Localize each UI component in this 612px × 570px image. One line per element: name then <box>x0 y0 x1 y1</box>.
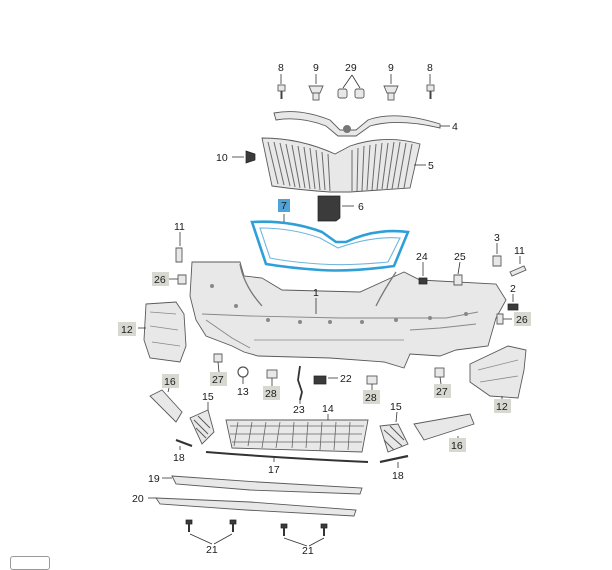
screws-21-left <box>185 519 237 545</box>
fastener-8-right <box>426 74 435 99</box>
callout-21: 21 <box>206 544 218 556</box>
callout-24: 24 <box>416 251 428 263</box>
callout-27: 27 <box>212 374 224 386</box>
callout-12: 12 <box>496 401 508 413</box>
callout-5: 5 <box>428 160 434 172</box>
callout-28-box <box>363 390 380 404</box>
bracket-12-right <box>469 345 527 400</box>
callout-28: 28 <box>265 388 277 400</box>
reflector-16-right <box>413 413 475 441</box>
callout-10: 10 <box>216 152 228 164</box>
reflector-16-left <box>149 383 183 423</box>
strip-11-left <box>175 232 183 263</box>
clip-27-right <box>434 367 445 385</box>
callout-27-box <box>434 384 451 398</box>
screw-2 <box>507 294 519 311</box>
callout-2: 2 <box>510 283 516 295</box>
side-grille-15-left <box>189 402 215 445</box>
callout-20: 20 <box>132 493 144 505</box>
callout-16: 16 <box>164 376 176 388</box>
callout-8: 8 <box>278 62 284 74</box>
callout-26-box <box>152 272 169 286</box>
callout-1: 1 <box>313 287 319 299</box>
strip-18-right <box>379 454 409 468</box>
callout-6: 6 <box>358 201 364 213</box>
trim-frame-7 <box>250 214 410 272</box>
screw-10 <box>232 150 256 164</box>
callout-22: 22 <box>340 373 352 385</box>
callout-12-box <box>494 399 511 413</box>
grille-5 <box>261 137 426 193</box>
clip-27-left <box>213 353 223 373</box>
callout-18: 18 <box>392 470 404 482</box>
callout-9: 9 <box>388 62 394 74</box>
emblem-6 <box>317 195 354 222</box>
callout-14: 14 <box>322 403 334 415</box>
corner-tab[interactable] <box>10 556 50 570</box>
callout-7-box <box>278 199 290 212</box>
pad-28-right <box>366 375 378 390</box>
ring-13 <box>237 366 249 384</box>
callout-19: 19 <box>148 473 160 485</box>
lower-grille-14 <box>225 414 369 453</box>
callout-26: 26 <box>516 314 528 326</box>
callout-9: 9 <box>313 62 319 74</box>
callout-18: 18 <box>173 452 185 464</box>
callout-26: 26 <box>154 274 166 286</box>
callout-21: 21 <box>302 545 314 557</box>
callout-25: 25 <box>454 251 466 263</box>
sensor-22 <box>313 375 338 385</box>
pad-28-left <box>266 369 278 386</box>
callout-15: 15 <box>390 401 402 413</box>
callout-27: 27 <box>436 386 448 398</box>
strip-11-right <box>509 256 527 277</box>
clip-26-left <box>168 274 187 285</box>
spoiler-20 <box>148 497 357 517</box>
callout-16-box <box>162 374 179 388</box>
spoiler-19 <box>162 475 363 495</box>
callout-27-box <box>210 372 227 386</box>
clip-26-right <box>496 313 512 325</box>
cross-member-4 <box>273 111 450 137</box>
callout-28-box <box>263 386 280 400</box>
harness-23 <box>297 365 303 404</box>
callout-29: 29 <box>345 62 357 74</box>
callout-11: 11 <box>174 221 185 233</box>
side-grille-15-right <box>379 411 409 453</box>
screws-21-right <box>280 523 328 547</box>
callout-17: 17 <box>268 464 280 476</box>
callout-11: 11 <box>514 245 525 257</box>
plug-3 <box>492 243 502 267</box>
strip-18-left <box>175 438 193 450</box>
callout-4: 4 <box>452 121 458 133</box>
fastener-9-left <box>308 74 324 101</box>
callout-8: 8 <box>427 62 433 74</box>
fastener-9-right <box>383 74 399 101</box>
callout-16-box <box>449 438 466 452</box>
callout-15: 15 <box>202 391 214 403</box>
fastener-8-left <box>277 74 286 99</box>
bracket-12-left <box>138 301 187 363</box>
callout-12: 12 <box>121 324 133 336</box>
callout-13: 13 <box>237 386 249 398</box>
callout-12-box <box>118 322 136 336</box>
callout-23: 23 <box>293 404 305 416</box>
clip-24 <box>418 262 428 285</box>
strip-17 <box>205 451 369 463</box>
callout-28: 28 <box>365 392 377 404</box>
callout-7: 7 <box>281 200 287 212</box>
clips-29 <box>337 74 365 99</box>
callout-labels: 8 9 29 9 8 4 10 5 7 6 11 24 25 3 11 26 1… <box>118 62 531 557</box>
callout-3: 3 <box>494 232 500 244</box>
callout-26-box <box>514 312 531 326</box>
bracket-25 <box>453 261 463 286</box>
bumper-1 <box>189 261 507 369</box>
callout-16: 16 <box>451 440 463 452</box>
